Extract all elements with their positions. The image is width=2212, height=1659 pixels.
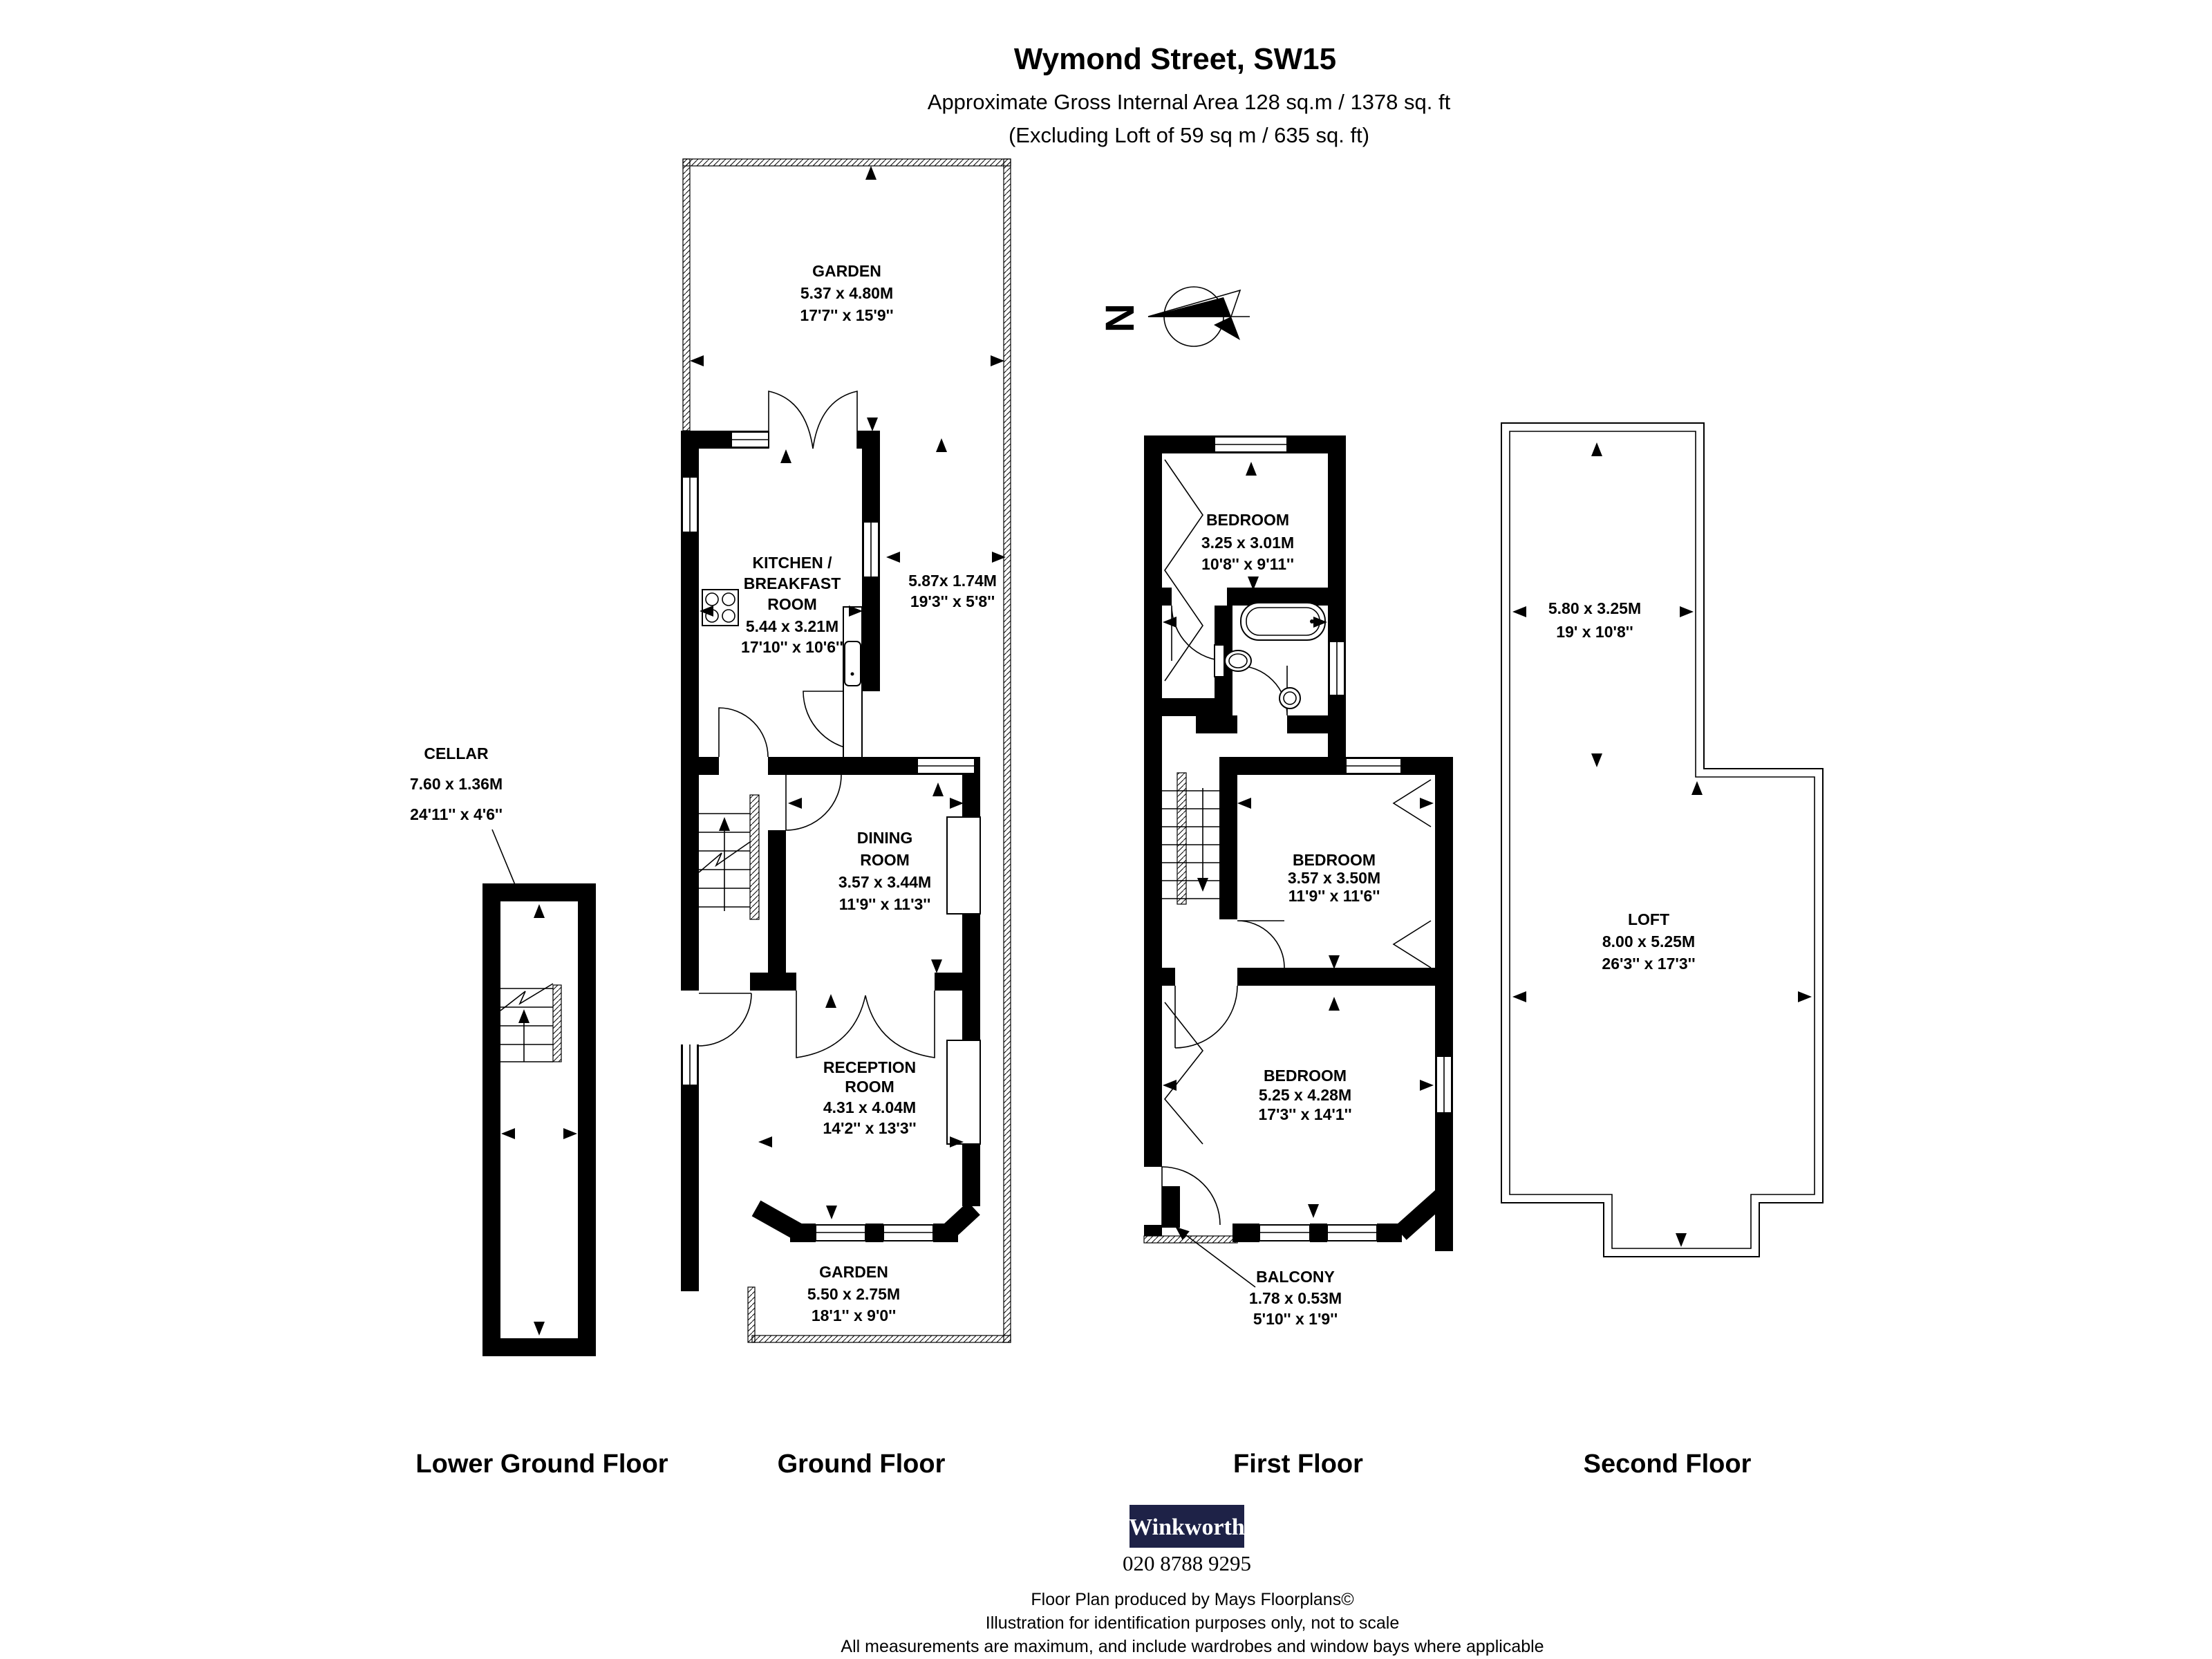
bedroom-middle-name: BEDROOM (1293, 851, 1376, 869)
bedroom-middle-metric: 3.57 x 3.50M (1288, 869, 1380, 887)
door-opening (719, 757, 768, 775)
dining-metric: 3.57 x 3.44M (838, 873, 931, 891)
header: Wymond Street, SW15 Approximate Gross In… (928, 42, 1451, 147)
garden-front-name: GARDEN (819, 1263, 888, 1281)
cellar-metric: 7.60 x 1.36M (410, 775, 503, 793)
bedroom-middle-imperial: 11'9'' x 11'6'' (1288, 887, 1380, 905)
bedroom-front-metric: 5.25 x 4.28M (1259, 1086, 1351, 1104)
garden-rear-name: GARDEN (812, 262, 881, 280)
door-arcs (698, 391, 935, 1058)
bathroom-fixtures (1214, 602, 1326, 709)
garden-rear-imperial: 17'7'' x 15'9'' (800, 306, 893, 324)
loft-imperial: 26'3'' x 17'3'' (1602, 955, 1695, 973)
footer-line-1: Floor Plan produced by Mays Floorplans© (1031, 1590, 1354, 1609)
reception-name-1: RECEPTION (823, 1058, 916, 1076)
garden-front-metric: 5.50 x 2.75M (807, 1285, 900, 1303)
bedroom-front-imperial: 17'3'' x 14'1'' (1258, 1105, 1351, 1123)
ground-floor-label: Ground Floor (778, 1450, 946, 1479)
basin-icon (1279, 687, 1301, 709)
door-opening (862, 691, 880, 757)
chimney-breast (946, 1040, 981, 1145)
reception-metric: 4.31 x 4.04M (823, 1098, 916, 1116)
door-opening (1175, 968, 1237, 986)
door-opening (1237, 715, 1287, 733)
loft-inner-wall (1509, 431, 1815, 1249)
dining-name-1: DINING (857, 829, 913, 847)
loft-name: LOFT (1628, 910, 1669, 928)
first-floor-plan: BEDROOM 3.25 x 3.01M 10'8'' x 9'11'' BED… (1143, 435, 1453, 1328)
stairs-down-arrow (1197, 878, 1208, 892)
wardrobes (1163, 459, 1432, 1145)
north-compass-icon: N (1098, 286, 1250, 347)
bedroom-rear-imperial: 10'8'' x 9'11'' (1201, 555, 1294, 573)
kitchen-fixtures (702, 589, 863, 758)
balcony-imperial: 5'10'' x 1'9'' (1253, 1310, 1338, 1328)
balcony-name: BALCONY (1256, 1268, 1335, 1286)
loft-front-imperial: 19' x 10'8'' (1556, 623, 1633, 641)
footer: Floor Plan produced by Mays Floorplans© … (841, 1590, 1544, 1656)
stairs-up-arrow (719, 817, 730, 831)
bedroom-front-name: BEDROOM (1264, 1067, 1347, 1085)
cellar-imperial: 24'11'' x 4'6'' (410, 805, 503, 823)
reception-imperial: 14'2'' x 13'3'' (823, 1119, 916, 1137)
cellar-interior (500, 901, 578, 1338)
dining-name-2: ROOM (860, 851, 910, 869)
kitchen-imperial: 17'10'' x 10'6'' (741, 638, 843, 656)
kitchen-name-2: BREAKFAST (744, 574, 841, 592)
agent-name: Winkworth (1129, 1515, 1245, 1540)
loft-outer-wall (1501, 422, 1824, 1257)
chimney-breast (946, 816, 981, 915)
agent-logo (1130, 1505, 1244, 1548)
side-return-imperial: 19'3'' x 5'8'' (910, 592, 995, 610)
loft-exclusion-subtitle: (Excluding Loft of 59 sq m / 635 sq. ft) (1009, 123, 1369, 147)
stairs (1162, 772, 1219, 905)
toilet-icon (1214, 644, 1225, 677)
loft-metric: 8.00 x 5.25M (1602, 932, 1695, 950)
front-door-opening (681, 991, 699, 1044)
compass-needle (1148, 297, 1231, 317)
door-opening (1172, 588, 1227, 606)
stairs (698, 794, 760, 920)
balcony-door-opening (1144, 1167, 1162, 1225)
balcony-leader-line (1183, 1232, 1256, 1288)
balcony-floor (1143, 1235, 1238, 1244)
floor-labels: Lower Ground Floor Ground Floor First Fl… (415, 1450, 1751, 1479)
garden-fence (682, 158, 1011, 1343)
footer-line-2: Illustration for identification purposes… (986, 1613, 1399, 1633)
dining-imperial: 11'9'' x 11'3'' (839, 895, 931, 913)
bedroom-rear-name: BEDROOM (1206, 511, 1289, 529)
sink-icon (844, 641, 861, 686)
cellar-name: CELLAR (424, 744, 489, 762)
balcony-metric: 1.78 x 0.53M (1249, 1289, 1342, 1307)
cellar-stairs (500, 983, 562, 1062)
door-opening (768, 775, 786, 830)
lower-ground-floor-label: Lower Ground Floor (415, 1450, 668, 1479)
loft-front-metric: 5.80 x 3.25M (1548, 599, 1641, 617)
lower-ground-floor-plan: CELLAR 7.60 x 1.36M 24'11'' x 4'6'' (410, 744, 596, 1356)
agent-phone: 020 8788 9295 (1123, 1551, 1251, 1575)
second-floor-label: Second Floor (1584, 1450, 1752, 1479)
footer-line-3: All measurements are maximum, and includ… (841, 1637, 1544, 1656)
compass-tail (1214, 317, 1240, 340)
reception-name-2: ROOM (845, 1078, 894, 1096)
second-floor-plan: 5.80 x 3.25M 19' x 10'8'' LOFT 8.00 x 5.… (1501, 422, 1824, 1257)
kitchen-name-3: ROOM (767, 595, 817, 613)
bedroom-rear-metric: 3.25 x 3.01M (1201, 534, 1294, 552)
garden-rear-metric: 5.37 x 4.80M (800, 284, 893, 302)
north-label: N (1098, 303, 1143, 332)
ground-floor-plan: GARDEN 5.37 x 4.80M 17'7'' x 15'9'' KITC… (681, 158, 1011, 1343)
door-opening (1219, 919, 1237, 968)
kitchen-name-1: KITCHEN / (753, 554, 833, 572)
page-title: Wymond Street, SW15 (1014, 42, 1336, 76)
branding: Winkworth 020 8788 9295 (1123, 1505, 1251, 1575)
double-door-opening (796, 973, 935, 991)
kitchen-metric: 5.44 x 3.21M (746, 617, 838, 635)
garden-front-imperial: 18'1'' x 9'0'' (812, 1306, 896, 1324)
dimension-arrows (1163, 462, 1434, 1218)
area-subtitle: Approximate Gross Internal Area 128 sq.m… (928, 90, 1451, 114)
side-return-metric: 5.87x 1.74M (908, 572, 997, 590)
first-floor-label: First Floor (1233, 1450, 1363, 1479)
